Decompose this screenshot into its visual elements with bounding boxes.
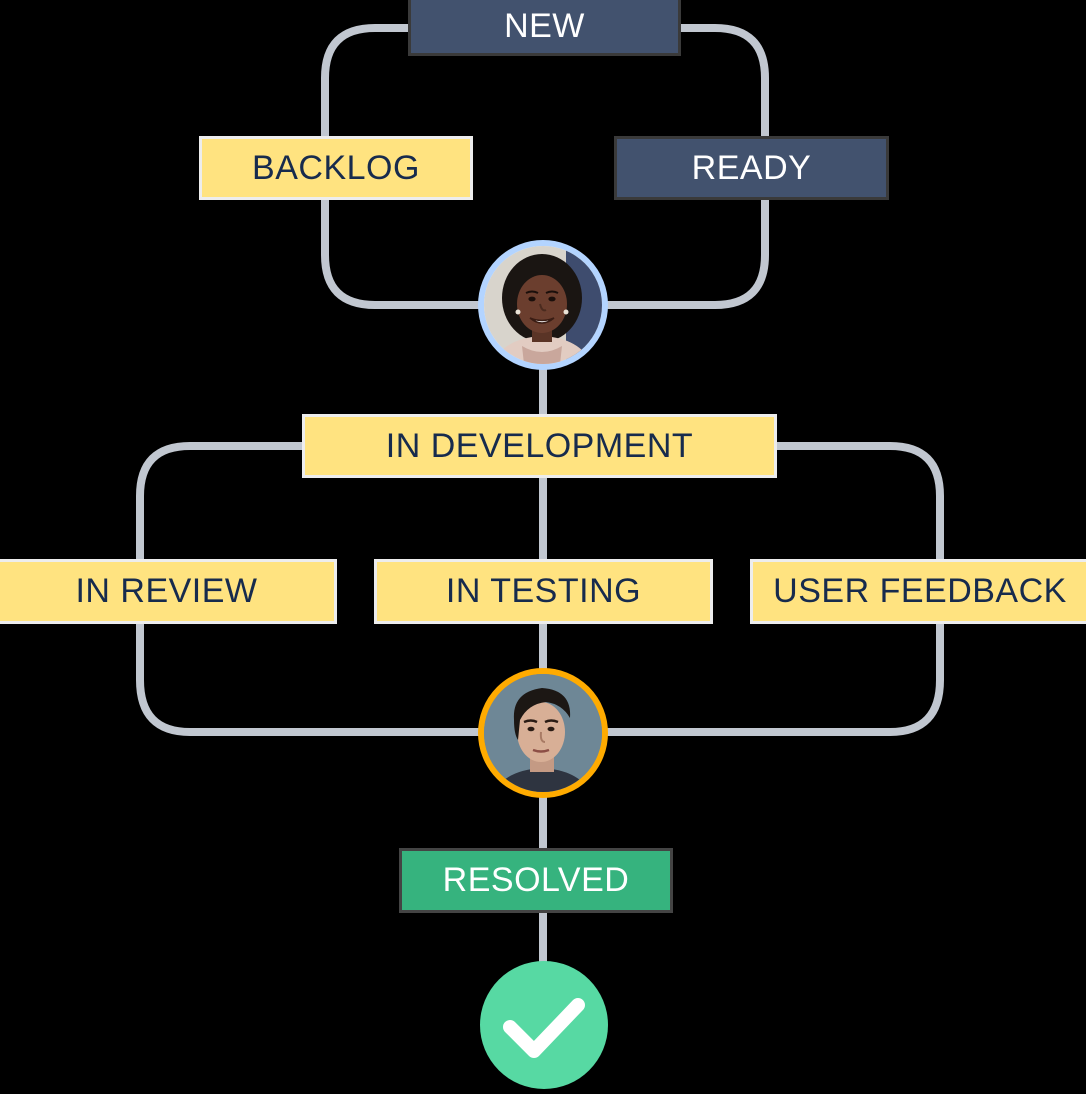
- assignee-avatar-2: [478, 668, 608, 798]
- status-new-label: NEW: [504, 7, 585, 45]
- connector-new-ready: [676, 24, 769, 142]
- connector-feedback-assignee: [601, 618, 944, 736]
- connector-development-review: [136, 442, 309, 566]
- status-backlog-label: BACKLOG: [252, 148, 420, 187]
- status-new: NEW: [408, 0, 681, 56]
- person-avatar-icon: [484, 246, 602, 364]
- status-user-feedback: USER FEEDBACK: [750, 559, 1086, 624]
- status-backlog: BACKLOG: [199, 136, 473, 200]
- status-in-testing-label: IN TESTING: [445, 572, 642, 610]
- status-resolved: RESOLVED: [399, 848, 673, 913]
- connector-ready-assignee: [601, 194, 769, 309]
- connector-review-assignee: [136, 618, 486, 736]
- status-in-review: IN REVIEW: [0, 559, 337, 624]
- person-avatar-icon: [484, 674, 602, 792]
- done-circle: [480, 961, 608, 1089]
- status-in-review-label: IN REVIEW: [75, 572, 258, 610]
- checkmark-icon: [503, 998, 585, 1058]
- status-in-development: IN DEVELOPMENT: [302, 414, 777, 478]
- connector-backlog-assignee: [321, 194, 486, 309]
- connector-development-feedback: [771, 442, 944, 566]
- connector-new-backlog: [321, 24, 414, 142]
- status-in-development-label: IN DEVELOPMENT: [385, 426, 694, 465]
- status-ready: READY: [614, 136, 889, 200]
- status-in-testing: IN TESTING: [374, 559, 713, 624]
- status-user-feedback-label: USER FEEDBACK: [773, 572, 1067, 610]
- status-resolved-label: RESOLVED: [442, 861, 630, 899]
- assignee-avatar-1: [478, 240, 608, 370]
- status-ready-label: READY: [691, 148, 812, 187]
